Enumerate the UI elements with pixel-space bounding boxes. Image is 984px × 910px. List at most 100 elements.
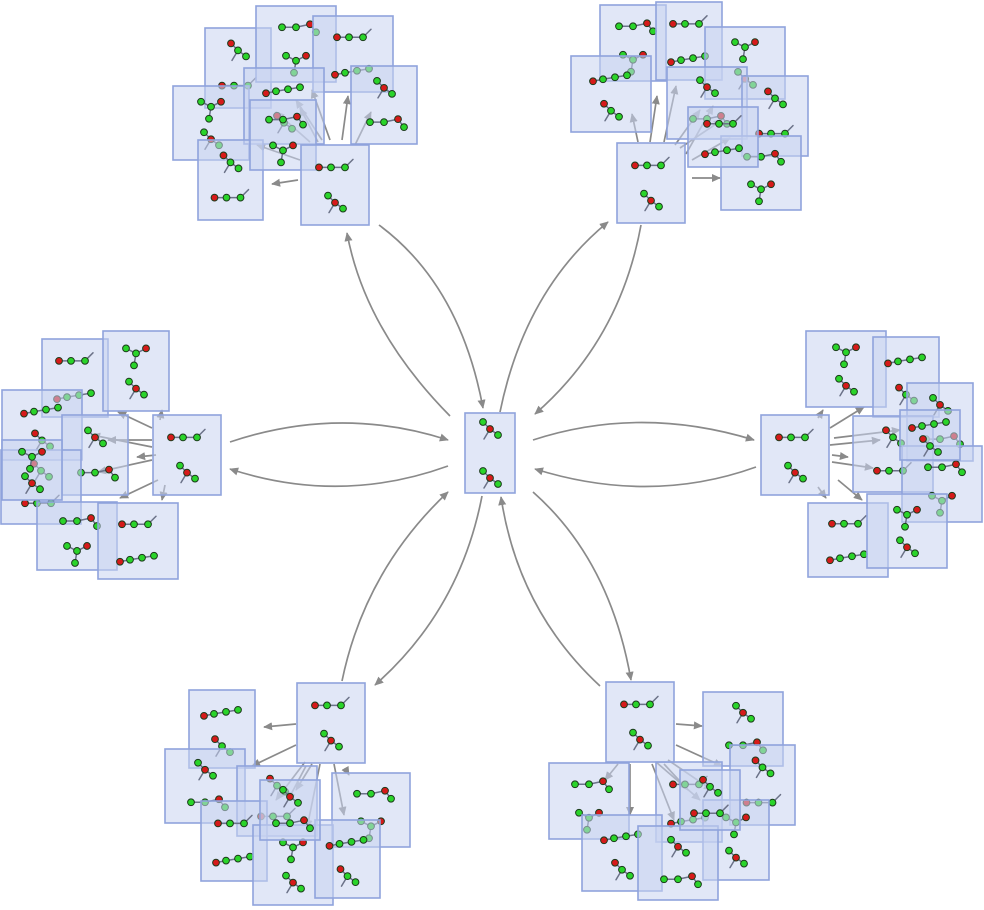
green-atom-node — [226, 819, 234, 828]
green-atom-node — [667, 835, 675, 844]
state-card-bottom-left-8 — [259, 779, 321, 841]
green-atom-node — [494, 431, 502, 439]
green-atom-node — [714, 788, 722, 797]
green-atom-node — [337, 701, 345, 710]
red-atom-node — [667, 58, 675, 67]
green-atom-node — [695, 19, 703, 28]
green-atom-node — [732, 701, 740, 710]
green-atom-node — [926, 442, 934, 450]
molecule — [353, 786, 395, 803]
green-atom-node — [132, 349, 140, 358]
green-atom-node — [906, 355, 914, 364]
red-atom-node — [688, 872, 696, 881]
green-atom-node — [715, 119, 723, 128]
green-atom-node — [140, 390, 148, 399]
green-atom-node — [885, 466, 893, 475]
red-atom-node — [669, 780, 677, 789]
state-card-frame — [616, 142, 686, 224]
molecule — [615, 19, 657, 36]
green-atom-node — [324, 191, 332, 200]
molecule — [732, 701, 755, 724]
red-atom-node — [771, 149, 779, 158]
green-atom-node — [265, 115, 273, 124]
green-atom-node — [130, 361, 138, 370]
red-atom-node — [38, 447, 46, 456]
molecule — [479, 467, 502, 489]
green-atom-node — [278, 23, 286, 32]
local-arrow — [251, 744, 297, 767]
state-card-frame — [605, 681, 675, 763]
molecule — [176, 461, 199, 484]
green-atom-node — [130, 520, 138, 529]
red-atom-node — [315, 163, 323, 172]
green-atom-node — [294, 798, 302, 807]
green-atom-node — [359, 33, 367, 42]
edge-bottom-left-to-center — [341, 491, 449, 682]
green-atom-node — [739, 55, 747, 64]
green-atom-node — [59, 517, 67, 525]
green-atom-node — [706, 782, 714, 791]
green-atom-node — [696, 76, 704, 85]
green-atom-node — [784, 461, 792, 470]
red-atom-node — [105, 465, 113, 474]
state-card-frame — [687, 106, 759, 168]
green-atom-node — [63, 542, 71, 550]
molecule — [279, 785, 302, 808]
red-atom-node — [333, 33, 341, 42]
hub-state-card-bottom-left — [296, 682, 366, 764]
state-card-right-7 — [866, 493, 948, 569]
green-atom-node — [725, 846, 733, 855]
molecule — [262, 83, 304, 98]
green-atom-node — [911, 549, 919, 558]
green-atom-node — [272, 87, 280, 96]
molecule — [20, 403, 62, 418]
green-atom-node — [71, 559, 79, 567]
red-atom-node — [20, 409, 28, 418]
molecule — [669, 15, 708, 28]
red-atom-node — [87, 514, 95, 522]
green-atom-node — [575, 808, 583, 817]
red-atom-node — [703, 83, 711, 92]
molecule — [214, 814, 253, 828]
state-card-frame — [637, 825, 719, 901]
green-atom-node — [934, 448, 942, 456]
edge-top-left-to-center — [378, 224, 486, 409]
green-atom-node — [286, 819, 294, 828]
green-atom-node — [197, 97, 205, 106]
local-arrow — [649, 95, 660, 143]
red-atom-node — [842, 381, 850, 390]
green-atom-node — [306, 824, 314, 833]
green-atom-node — [694, 880, 702, 889]
local-arrow — [675, 721, 703, 730]
molecule — [265, 112, 307, 129]
edge-right-to-center — [534, 466, 757, 488]
green-atom-node — [711, 89, 719, 98]
red-atom-node — [742, 813, 750, 822]
green-atom-node — [585, 780, 593, 789]
local-arrow — [271, 178, 299, 187]
green-atom-node — [646, 700, 654, 709]
green-atom-node — [54, 403, 62, 412]
green-atom-node — [674, 875, 682, 884]
state-card-frame — [899, 409, 961, 461]
green-atom-node — [622, 832, 630, 841]
green-atom-node — [747, 714, 755, 723]
green-atom-node — [277, 158, 285, 167]
green-atom-node — [387, 794, 395, 803]
green-atom-node — [400, 123, 408, 132]
green-atom-node — [28, 452, 36, 461]
red-atom-node — [589, 77, 597, 86]
red-atom-node — [599, 777, 607, 786]
green-atom-node — [689, 54, 697, 63]
state-card-top-left-6 — [350, 65, 418, 145]
local-arrow — [341, 95, 351, 141]
green-atom-node — [747, 180, 755, 189]
green-atom-node — [296, 83, 304, 92]
molecule — [924, 460, 966, 477]
state-card-frame — [760, 414, 830, 496]
green-atom-node — [99, 439, 107, 448]
molecule — [227, 39, 250, 62]
molecule — [896, 536, 919, 559]
molecule — [629, 728, 652, 751]
local-arrow — [831, 451, 849, 461]
